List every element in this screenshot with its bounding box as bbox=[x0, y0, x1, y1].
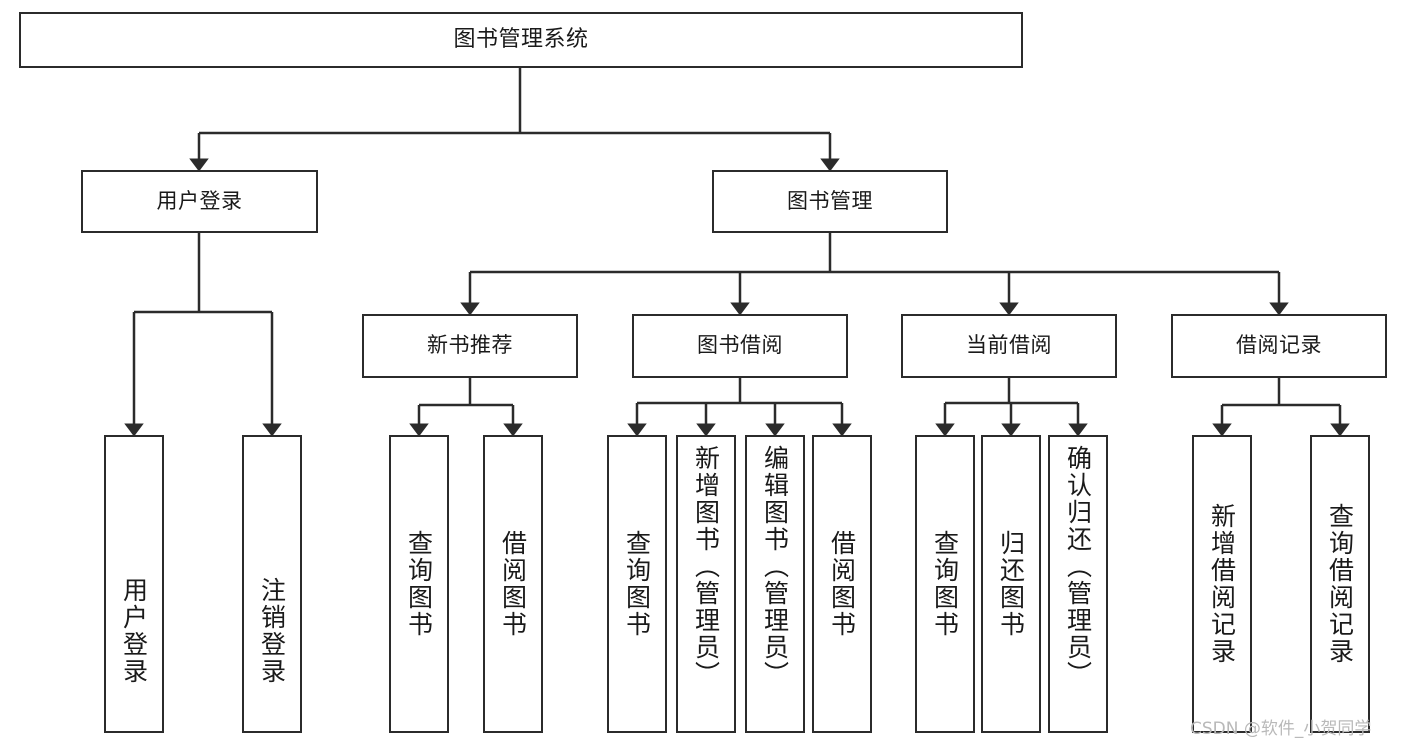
node-leaf-query-record[interactable]: 查询借阅记录 bbox=[1310, 435, 1370, 733]
node-label: 图书借阅 bbox=[697, 333, 783, 358]
node-label: 新增图书（管理员） bbox=[691, 445, 721, 688]
node-label: 查询借阅记录 bbox=[1325, 503, 1355, 665]
node-user-login[interactable]: 用户登录 bbox=[81, 170, 318, 233]
node-leaf-add-record[interactable]: 新增借阅记录 bbox=[1192, 435, 1252, 733]
node-label: 图书管理系统 bbox=[453, 26, 589, 52]
node-leaf-query-book-1[interactable]: 查询图书 bbox=[389, 435, 449, 733]
node-label: 借阅记录 bbox=[1236, 333, 1322, 358]
node-label: 借阅图书 bbox=[827, 530, 857, 638]
node-label: 新增借阅记录 bbox=[1207, 503, 1237, 665]
node-label: 当前借阅 bbox=[966, 333, 1052, 358]
node-label: 查询图书 bbox=[404, 530, 434, 638]
node-leaf-logout[interactable]: 注销登录 bbox=[242, 435, 302, 733]
node-root-system[interactable]: 图书管理系统 bbox=[19, 12, 1023, 68]
node-book-borrow[interactable]: 图书借阅 bbox=[632, 314, 848, 378]
node-label: 用户登录 bbox=[156, 188, 243, 213]
node-label: 用户登录 bbox=[119, 577, 149, 685]
watermark-text: CSDN @软件_小贺同学 bbox=[1190, 719, 1372, 739]
node-label: 查询图书 bbox=[930, 530, 960, 638]
node-book-management[interactable]: 图书管理 bbox=[712, 170, 948, 233]
node-label: 确认归还（管理员） bbox=[1063, 445, 1093, 688]
node-label: 查询图书 bbox=[622, 530, 652, 638]
node-leaf-query-book-3[interactable]: 查询图书 bbox=[915, 435, 975, 733]
node-leaf-query-book-2[interactable]: 查询图书 bbox=[607, 435, 667, 733]
node-label: 图书管理 bbox=[787, 188, 873, 213]
node-label: 编辑图书（管理员） bbox=[760, 445, 790, 688]
node-label: 注销登录 bbox=[257, 577, 287, 685]
node-leaf-user-login[interactable]: 用户登录 bbox=[104, 435, 164, 733]
node-label: 借阅图书 bbox=[498, 530, 528, 638]
node-current-borrow[interactable]: 当前借阅 bbox=[901, 314, 1117, 378]
node-leaf-borrow-book-2[interactable]: 借阅图书 bbox=[812, 435, 872, 733]
node-borrow-record[interactable]: 借阅记录 bbox=[1171, 314, 1387, 378]
node-label: 新书推荐 bbox=[427, 333, 513, 358]
node-leaf-add-book[interactable]: 新增图书（管理员） bbox=[676, 435, 736, 733]
node-label: 归还图书 bbox=[996, 530, 1026, 638]
node-leaf-edit-book[interactable]: 编辑图书（管理员） bbox=[745, 435, 805, 733]
node-leaf-borrow-book-1[interactable]: 借阅图书 bbox=[483, 435, 543, 733]
node-leaf-return-book[interactable]: 归还图书 bbox=[981, 435, 1041, 733]
node-new-book-recommend[interactable]: 新书推荐 bbox=[362, 314, 578, 378]
node-leaf-confirm-return[interactable]: 确认归还（管理员） bbox=[1048, 435, 1108, 733]
